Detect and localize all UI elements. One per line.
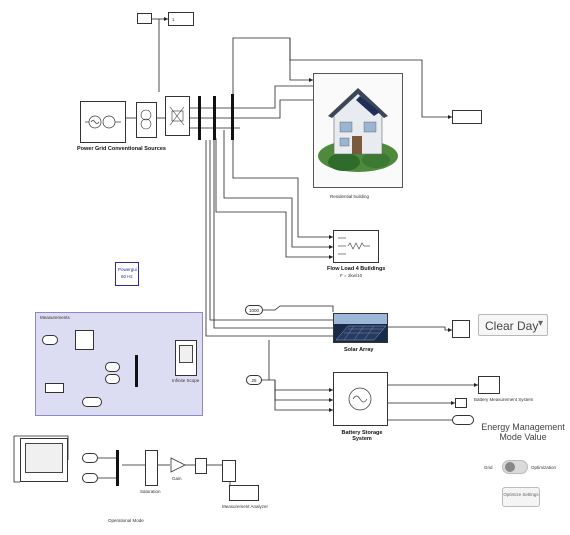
toggle-left-label: Grid bbox=[484, 465, 493, 471]
subsystem-title: Measurements bbox=[40, 315, 70, 321]
energy-mode-toggle[interactable] bbox=[502, 460, 528, 474]
irradiance-constant[interactable]: 1000 bbox=[245, 305, 263, 315]
battery-gain-block[interactable] bbox=[455, 398, 467, 408]
subsystem-const[interactable] bbox=[45, 383, 64, 393]
breaker-icon bbox=[166, 97, 189, 135]
top-display-block[interactable]: 1 bbox=[168, 12, 194, 26]
gain-label: Gain bbox=[172, 476, 182, 482]
bottom-caption: Operational Mode bbox=[108, 518, 144, 524]
solar-panel-icon bbox=[334, 314, 387, 342]
flow-load-block[interactable] bbox=[333, 230, 379, 263]
battery-storage-block[interactable] bbox=[333, 372, 388, 426]
breaker-block[interactable] bbox=[165, 96, 190, 136]
bus-bar-1[interactable] bbox=[198, 96, 201, 140]
solar-array-label: Solar Array bbox=[344, 347, 373, 353]
subsystem-tag-2[interactable] bbox=[105, 374, 120, 384]
battery-constant-value: 25 bbox=[251, 378, 256, 383]
weather-dropdown[interactable]: Clear Day ▾ bbox=[478, 314, 548, 336]
battery-display-caption: Battery Measurement System bbox=[474, 397, 533, 403]
residential-building-image[interactable] bbox=[313, 73, 403, 188]
top-right-display[interactable] bbox=[452, 110, 482, 124]
toggle-right-label: Optimization bbox=[531, 465, 556, 471]
battery-ac-icon bbox=[334, 373, 387, 425]
bottom-tag-2[interactable] bbox=[82, 473, 98, 483]
subsystem-scope-screen bbox=[179, 345, 193, 363]
powergui-block[interactable]: Powergui 60 Hz bbox=[115, 262, 139, 286]
bottom-function-block[interactable] bbox=[195, 458, 207, 474]
chevron-down-icon: ▾ bbox=[538, 318, 543, 329]
subsystem-tag-1[interactable] bbox=[105, 362, 120, 372]
generator-icon bbox=[81, 102, 125, 142]
transformer-block[interactable] bbox=[136, 102, 157, 138]
bottom-saturation-label: Saturation bbox=[140, 489, 161, 495]
power-grid-label: Power Grid Conventional Sources bbox=[77, 146, 166, 152]
flow-load-title: Flow Load 4 Buildings bbox=[327, 266, 385, 272]
battery-display-block[interactable] bbox=[478, 376, 500, 394]
bottom-display[interactable] bbox=[222, 460, 236, 482]
top-constant-block[interactable] bbox=[137, 13, 152, 24]
bus-bar-2[interactable] bbox=[213, 96, 216, 140]
bottom-tag-1[interactable] bbox=[82, 453, 98, 463]
irradiance-value: 1000 bbox=[249, 308, 259, 313]
bottom-analyzer[interactable] bbox=[229, 485, 259, 501]
battery-storage-label: Battery Storage System bbox=[336, 430, 388, 442]
battery-mode-goto[interactable] bbox=[452, 415, 474, 425]
power-grid-source-block[interactable] bbox=[80, 101, 126, 143]
subsystem-input-1[interactable] bbox=[42, 335, 58, 345]
optimize-button[interactable]: Optimize Settings bbox=[502, 487, 540, 507]
toggle-knob bbox=[505, 462, 515, 472]
powergui-line2: 60 Hz bbox=[121, 274, 133, 280]
top-display-value: 1 bbox=[172, 17, 175, 23]
solar-array-block[interactable] bbox=[333, 313, 388, 343]
solar-display[interactable] bbox=[452, 320, 470, 338]
bottom-mux[interactable] bbox=[116, 450, 119, 486]
gain-triangle-icon[interactable] bbox=[170, 457, 186, 473]
transformer-icon bbox=[137, 103, 156, 137]
energy-management-title: Energy Management Mode Value bbox=[476, 422, 570, 442]
weather-dropdown-value: Clear Day bbox=[485, 319, 538, 333]
subsystem-scope-label: Infinite Scope bbox=[172, 378, 199, 384]
battery-constant[interactable]: 25 bbox=[246, 375, 262, 385]
subsystem-block-1[interactable] bbox=[75, 330, 94, 350]
flow-load-subtitle: F = 2kw/10 bbox=[340, 273, 362, 279]
house-caption: Residential building bbox=[330, 194, 369, 200]
bottom-subsystem[interactable] bbox=[145, 450, 158, 486]
load-icon bbox=[334, 231, 378, 262]
subsystem-tag-3[interactable] bbox=[82, 397, 102, 407]
bottom-analyzer-label: Measurement Analyzer bbox=[222, 504, 268, 510]
bottom-scope-screen bbox=[25, 443, 63, 473]
house-icon bbox=[314, 74, 402, 187]
bottom-scope-large[interactable] bbox=[20, 438, 68, 482]
bus-bar-3[interactable] bbox=[231, 94, 234, 140]
subsystem-mux[interactable] bbox=[135, 355, 138, 387]
subsystem-scope[interactable] bbox=[175, 340, 197, 376]
powergui-line1: Powergui bbox=[118, 267, 137, 273]
